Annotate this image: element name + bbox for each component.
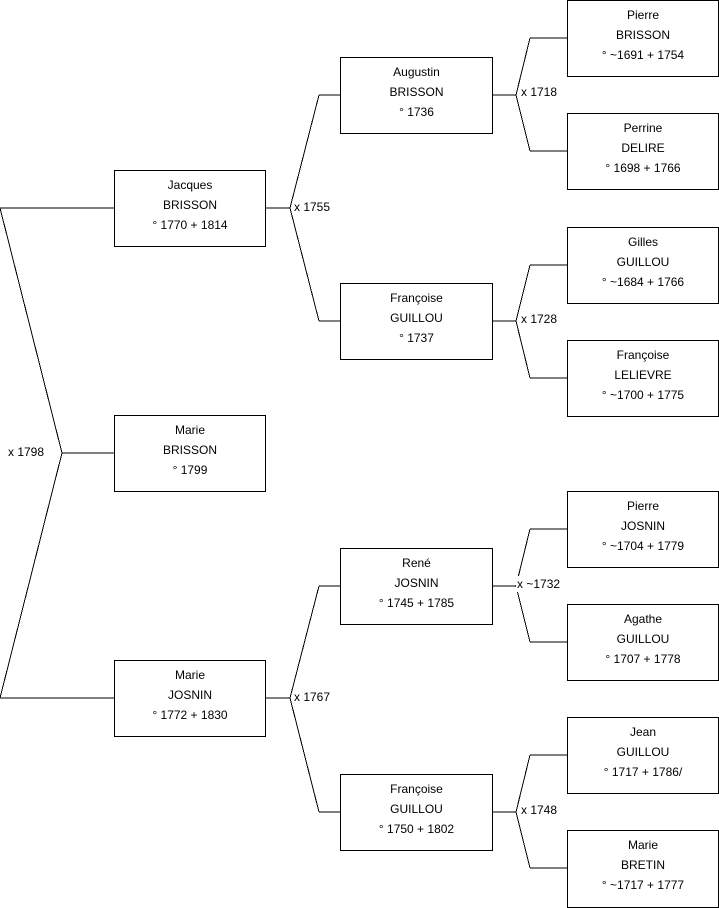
person-first-name: Pierre: [626, 499, 659, 513]
connector-line: [289, 585, 320, 699]
person-first-name: Perrine: [623, 121, 663, 135]
connector-line: [289, 207, 320, 322]
person-dates: ° 1770 + 1814: [152, 218, 228, 232]
person-last-name: JOSNIN: [394, 576, 439, 590]
person-box-marie-brisson[interactable]: Marie BRISSON ° 1799: [114, 415, 266, 492]
person-box-jacques-brisson[interactable]: Jacques BRISSON ° 1770 + 1814: [114, 170, 266, 247]
person-last-name: GUILLOU: [390, 802, 443, 816]
person-first-name: René: [402, 556, 431, 570]
connector-line: [515, 811, 531, 869]
marriage-label-josnin-grandparents: x 1767: [293, 689, 332, 705]
connector-line: [515, 94, 531, 152]
person-first-name: Jacques: [167, 178, 213, 192]
connector-line: [515, 37, 531, 96]
person-dates: ° 1737: [399, 331, 434, 345]
person-dates: ° ~1717 + 1777: [601, 878, 685, 892]
person-box-augustin-brisson[interactable]: Augustin BRISSON ° 1736: [340, 57, 493, 134]
person-first-name: Augustin: [393, 65, 440, 79]
person-box-jean-guillou[interactable]: Jean GUILLOU ° 1717 + 1786/: [567, 717, 719, 794]
connector-line: [515, 264, 531, 322]
person-dates: ° 1717 + 1786/: [603, 765, 683, 779]
connector-line: [0, 452, 63, 699]
person-box-perrine-delire[interactable]: Perrine DELIRE ° 1698 + 1766: [567, 113, 719, 190]
person-dates: ° ~1704 + 1779: [601, 539, 685, 553]
person-box-rene-josnin[interactable]: René JOSNIN ° 1745 + 1785: [340, 548, 493, 625]
marriage-label-brisson-grandparents: x 1755: [293, 199, 332, 215]
person-first-name: Pierre: [626, 8, 659, 22]
person-box-gilles-guillou[interactable]: Gilles GUILLOU ° ~1684 + 1766: [567, 227, 719, 304]
person-last-name: GUILLOU: [616, 632, 670, 646]
person-last-name: BRISSON: [162, 443, 217, 457]
person-box-pierre-brisson[interactable]: Pierre BRISSON ° ~1691 + 1754: [567, 0, 719, 77]
person-box-francoise-guillou-1750[interactable]: Françoise GUILLOU ° 1750 + 1802: [340, 774, 493, 851]
person-dates: ° 1698 + 1766: [605, 161, 681, 175]
marriage-label-guillou-bretin: x 1748: [520, 802, 559, 818]
person-last-name: BRISSON: [389, 85, 444, 99]
person-last-name: JOSNIN: [167, 688, 212, 702]
person-last-name: BRISSON: [162, 198, 217, 212]
person-box-francoise-lelievre[interactable]: Françoise LELIEVRE ° ~1700 + 1775: [567, 340, 719, 417]
marriage-label-guillou-lelievre: x 1728: [520, 311, 559, 327]
connector-line: [515, 754, 531, 813]
person-last-name: BRISSON: [615, 28, 670, 42]
person-first-name: Jean: [629, 725, 657, 739]
person-last-name: JOSNIN: [620, 519, 665, 533]
person-last-name: LELIEVRE: [614, 368, 672, 382]
person-box-agathe-guillou[interactable]: Agathe GUILLOU ° 1707 + 1778: [567, 604, 719, 681]
connector-line: [289, 94, 320, 209]
person-first-name: Gilles: [627, 235, 658, 249]
connector-line: [515, 320, 531, 379]
person-last-name: GUILLOU: [390, 311, 443, 325]
person-dates: ° 1707 + 1778: [605, 652, 681, 666]
person-first-name: Marie: [174, 423, 205, 437]
person-dates: ° ~1691 + 1754: [601, 48, 685, 62]
person-first-name: Agathe: [623, 612, 663, 626]
marriage-label-brisson-delire: x 1718: [520, 84, 559, 100]
person-first-name: Marie: [627, 838, 658, 852]
person-box-marie-josnin[interactable]: Marie JOSNIN ° 1772 + 1830: [114, 660, 266, 737]
marriage-label-josnin-guillou: x ~1732: [516, 576, 562, 592]
person-box-francoise-guillou-1737[interactable]: Françoise GUILLOU ° 1737: [340, 283, 493, 360]
person-box-marie-bretin[interactable]: Marie BRETIN ° ~1717 + 1777: [567, 830, 719, 908]
person-dates: ° 1745 + 1785: [378, 596, 455, 610]
person-first-name: Marie: [174, 668, 205, 682]
person-dates: ° 1736: [399, 105, 434, 119]
person-last-name: BRETIN: [620, 858, 665, 872]
person-box-pierre-josnin[interactable]: Pierre JOSNIN ° ~1704 + 1779: [567, 491, 719, 568]
person-first-name: Françoise: [616, 348, 670, 362]
person-last-name: GUILLOU: [616, 255, 670, 269]
connector-line: [515, 585, 531, 643]
person-first-name: Françoise: [390, 782, 443, 796]
person-dates: ° 1750 + 1802: [378, 822, 455, 836]
marriage-label-parents: x 1798: [7, 444, 46, 460]
person-dates: ° 1799: [172, 463, 208, 477]
person-last-name: GUILLOU: [616, 745, 670, 759]
person-dates: ° 1772 + 1830: [152, 708, 228, 722]
person-last-name: DELIRE: [621, 141, 665, 155]
person-first-name: Françoise: [390, 291, 443, 305]
person-dates: ° ~1700 + 1775: [601, 388, 685, 402]
person-dates: ° ~1684 + 1766: [601, 275, 685, 289]
connector-line: [289, 697, 320, 813]
connector-line: [0, 207, 63, 454]
